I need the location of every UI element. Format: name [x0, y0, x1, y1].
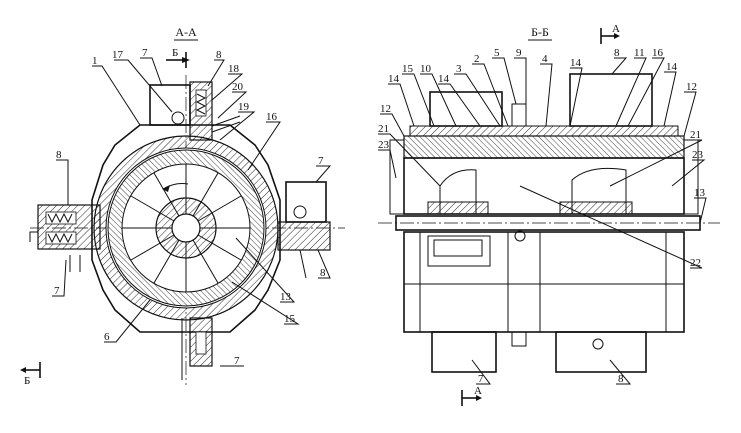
section-title-a-a: А-А: [175, 25, 197, 39]
top-spring-housing: [195, 89, 207, 117]
label-7-right: 7: [318, 155, 324, 167]
label-9: 9: [516, 47, 522, 59]
label-7-left: 7: [54, 285, 60, 297]
cut-mark-a-top: А: [612, 23, 620, 35]
label-4: 4: [542, 53, 548, 65]
bottom-spring-housing: [195, 331, 207, 355]
top-spring: [195, 93, 207, 115]
label-16-right: 16: [652, 47, 664, 59]
label-7-right-bottom: 7: [478, 373, 484, 385]
label-21-right: 21: [690, 129, 701, 141]
label-8-top: 8: [216, 49, 222, 61]
cut-mark-a-bottom: А: [474, 385, 482, 397]
label-8-left: 8: [56, 149, 62, 161]
left-bracket: [389, 139, 405, 215]
label-7-top: 7: [142, 47, 148, 59]
label-18: 18: [228, 63, 240, 75]
housing-outline: [91, 124, 281, 333]
label-5: 5: [494, 47, 500, 59]
cut-arrow-a-top-icon: [614, 33, 620, 39]
label-1: 1: [92, 55, 98, 67]
label-14-r1: 14: [388, 73, 400, 85]
lower-body: [403, 231, 685, 333]
label-22: 22: [690, 257, 701, 269]
top-bolt: [171, 111, 185, 125]
cut-arrow-a-bottom-icon: [476, 395, 482, 401]
top-plate: [409, 125, 679, 137]
top-fitting: [511, 103, 527, 127]
label-23-left: 23: [378, 139, 390, 151]
left-pipe: [29, 231, 38, 242]
label-16-left: 16: [266, 111, 278, 123]
label-8-right-top: 8: [614, 47, 620, 59]
bottom-unit-7: [431, 331, 497, 373]
label-6: 6: [104, 331, 110, 343]
cut-arrow-b-bottom-icon: [20, 367, 26, 373]
bottom-unit-8: [555, 331, 647, 373]
right-leaders: [378, 57, 707, 385]
left-leaders: [52, 57, 332, 367]
shaft-end: [514, 230, 526, 242]
label-8-right: 8: [320, 267, 326, 279]
inner-box-inner: [433, 239, 483, 257]
right-pipe: [299, 249, 307, 279]
rotation-arrowhead-icon: [162, 185, 170, 192]
bottom-bolt: [592, 338, 604, 350]
right-valve: [277, 221, 331, 251]
right-bolt: [293, 205, 307, 219]
label-15-right: 15: [402, 63, 414, 75]
label-14-r4: 14: [666, 61, 678, 73]
label-12-right: 12: [686, 81, 697, 93]
right-block: [285, 181, 327, 223]
label-13-right: 13: [694, 187, 706, 199]
section-b-b-view: Б-Б А: [378, 23, 720, 406]
left-spring-top: [47, 212, 73, 224]
label-12-left: 12: [380, 103, 391, 115]
section-a-a-view: А-А Б Б: [20, 25, 345, 387]
label-13-left: 13: [280, 291, 292, 303]
label-3: 3: [456, 63, 462, 75]
label-11: 11: [634, 47, 645, 59]
label-21-left: 21: [378, 123, 389, 135]
cut-mark-b-top: Б: [172, 47, 178, 59]
cut-mark-b-bottom: Б: [24, 375, 30, 387]
cover-right: [569, 73, 653, 127]
bottom-fitting: [511, 331, 527, 347]
label-8-right-bottom: 8: [618, 373, 624, 385]
base-block-right: [559, 201, 633, 215]
label-14-r2: 14: [438, 73, 450, 85]
base-block-left: [427, 201, 489, 215]
label-2: 2: [474, 53, 480, 65]
label-14-r3: 14: [570, 57, 582, 69]
inner-box: [427, 235, 491, 267]
label-19: 19: [238, 101, 250, 113]
left-spring-bottom: [47, 232, 73, 244]
label-17: 17: [112, 49, 124, 61]
label-10: 10: [420, 63, 432, 75]
section-title-b-b: Б-Б: [531, 25, 549, 39]
chamber-right: [571, 167, 627, 214]
inlet-pipe-2: [211, 121, 241, 133]
label-23-right: 23: [692, 149, 704, 161]
label-15-left: 15: [284, 313, 296, 325]
label-20: 20: [232, 81, 244, 93]
cover-left: [429, 91, 503, 127]
shaft: [171, 213, 201, 243]
inlet-pipe: [211, 115, 241, 127]
label-7-bottom: 7: [234, 355, 240, 367]
upper-frame: [403, 135, 685, 159]
